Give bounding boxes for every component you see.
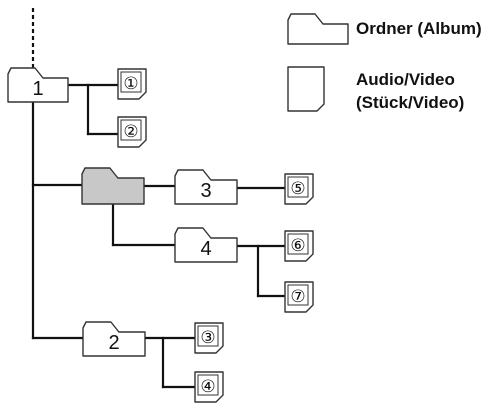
folder-icon (82, 321, 146, 357)
track-number-label: ② (123, 122, 138, 142)
file-inner-frame (120, 71, 142, 93)
tree-connectors (31, 8, 287, 389)
track-file-t2[interactable]: ② (117, 116, 147, 148)
folder-3[interactable]: 3 (174, 169, 238, 205)
folder-2[interactable]: 2 (82, 321, 146, 357)
legend-icons (287, 13, 349, 112)
file-inner-frame (287, 284, 309, 306)
track-file-t1[interactable]: ① (117, 68, 147, 100)
legend-folder-icon (287, 13, 349, 45)
folder-icon (174, 169, 238, 205)
folder-icon (7, 67, 69, 103)
folder-label: 4 (200, 238, 211, 260)
track-file-t7[interactable]: ⑦ (284, 281, 314, 313)
tree-nodes: 1 3 4 2 ① ② ⑤ ⑥ ⑦ ③ ④ (7, 67, 314, 403)
legend-file-icon (287, 66, 325, 112)
folder-label: 1 (32, 78, 43, 100)
file-inner-frame (120, 119, 142, 141)
track-file-t4[interactable]: ④ (194, 371, 224, 403)
legend-folder-label: Ordner (Album) (356, 19, 482, 38)
track-number-label: ③ (200, 328, 215, 348)
file-inner-frame (287, 233, 309, 255)
folder-label: 2 (108, 332, 119, 354)
legend-file-label-line2: (Stück/Video) (356, 93, 465, 112)
folder-selected[interactable] (81, 167, 145, 205)
folder-4[interactable]: 4 (174, 227, 238, 263)
track-file-t3[interactable]: ③ (194, 322, 224, 354)
folder-label: 3 (200, 180, 211, 202)
folder-icon (81, 167, 145, 205)
file-inner-frame (197, 374, 219, 396)
track-file-t5[interactable]: ⑤ (284, 173, 314, 205)
track-number-label: ④ (200, 377, 215, 397)
track-number-label: ⑦ (290, 287, 305, 307)
legend-file-label-line1: Audio/Video (356, 70, 455, 89)
track-number-label: ⑥ (290, 236, 305, 256)
track-file-t6[interactable]: ⑥ (284, 230, 314, 262)
track-number-label: ① (123, 74, 138, 94)
folder-1[interactable]: 1 (7, 67, 69, 103)
folder-icon (174, 227, 238, 263)
file-inner-frame (197, 325, 219, 347)
file-inner-frame (287, 176, 309, 198)
track-number-label: ⑤ (290, 179, 305, 199)
